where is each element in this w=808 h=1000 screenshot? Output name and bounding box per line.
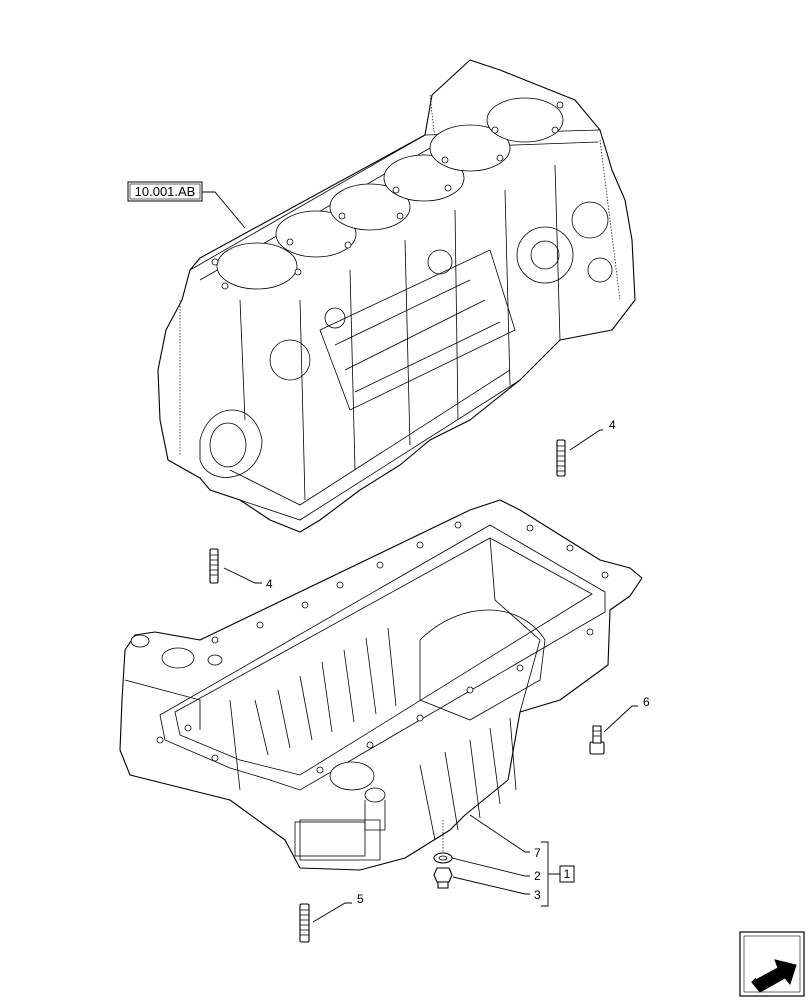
next-page-arrow-icon[interactable] bbox=[739, 931, 805, 997]
sealing-washer[interactable] bbox=[433, 852, 453, 864]
callout-drain-plug: 3 bbox=[534, 888, 541, 902]
drain-plug[interactable] bbox=[433, 867, 453, 889]
kit-bracket bbox=[541, 841, 560, 907]
callout-kit: 1 bbox=[564, 867, 571, 881]
bolt-right[interactable] bbox=[589, 725, 605, 755]
callout-bolt-right: 6 bbox=[643, 695, 650, 709]
deck-bolt-holes bbox=[211, 101, 564, 290]
oil-pan bbox=[119, 499, 643, 871]
kit-box[interactable]: 1 bbox=[559, 865, 575, 883]
engine-block bbox=[157, 59, 636, 533]
callout-washer: 2 bbox=[534, 869, 541, 883]
reference-leader bbox=[202, 191, 246, 229]
reference-box-label: 10.001.AB bbox=[135, 184, 196, 199]
stud-bottom[interactable] bbox=[299, 903, 310, 943]
reference-box[interactable]: 10.001.AB bbox=[127, 181, 203, 202]
callout-stud-left: 4 bbox=[266, 577, 273, 591]
flange-bolt-holes bbox=[156, 521, 609, 774]
callout-stud-bottom: 5 bbox=[357, 892, 364, 906]
stud-left[interactable] bbox=[209, 548, 219, 584]
stud-upper[interactable] bbox=[556, 439, 566, 477]
callout-stud-upper: 4 bbox=[609, 418, 616, 432]
callout-seal-ring: 7 bbox=[534, 846, 541, 860]
